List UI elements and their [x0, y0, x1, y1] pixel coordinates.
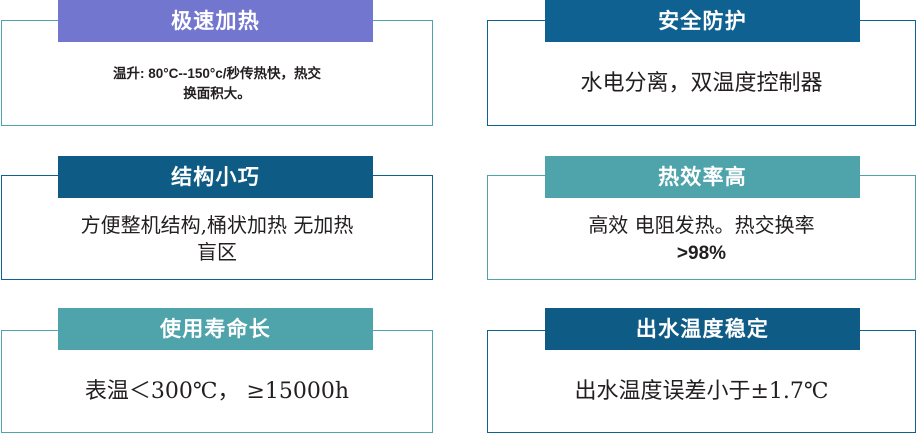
- card-header-ribbon[interactable]: 安全防护: [545, 0, 860, 42]
- card-body-text: 表温＜300℃， ≥15000h: [85, 377, 349, 406]
- card-body-text: 温升: 80°C--150°c/秒传热快，热交 换面积大。: [113, 64, 321, 103]
- card-body-text: 高效 电阻发热。热交换率 >98%: [588, 212, 814, 266]
- card-header-ribbon[interactable]: 结构小巧: [58, 156, 373, 198]
- card-body-line-1: 水电分离，双温度控制器: [580, 71, 823, 97]
- card-body: 表温＜300℃， ≥15000h: [1, 350, 433, 433]
- card-body: 方便整机结构,桶状加热 无加热 盲区: [1, 198, 433, 280]
- card-body-line-2: 换面积大。: [183, 86, 251, 101]
- card-body-line-1: 表温＜300℃， ≥15000h: [84, 378, 350, 404]
- card-body-line-1: 高效 电阻发热。热交换率: [588, 212, 815, 237]
- card-body: 高效 电阻发热。热交换率 >98%: [487, 198, 916, 280]
- card-header-label: 热效率高: [658, 165, 747, 189]
- card-body-line-2-emphasis: >98%: [676, 242, 727, 264]
- card-header-ribbon[interactable]: 出水温度稳定: [545, 308, 860, 350]
- card-body: 温升: 80°C--150°c/秒传热快，热交 换面积大。: [1, 42, 433, 126]
- card-header-label: 结构小巧: [171, 165, 260, 189]
- card-body-line-1: 方便整机结构,桶状加热 无加热: [80, 213, 354, 238]
- card-header-label: 安全防护: [658, 9, 747, 33]
- card-header-label: 极速加热: [171, 9, 260, 33]
- card-header-ribbon[interactable]: 热效率高: [545, 156, 860, 198]
- card-body-text: 方便整机结构,桶状加热 无加热 盲区: [81, 212, 354, 266]
- card-body-text: 出水温度误差小于±1.7℃: [574, 377, 828, 406]
- card-header-ribbon[interactable]: 使用寿命长: [58, 308, 373, 350]
- card-header-label: 出水温度稳定: [635, 317, 770, 341]
- card-body-line-1: 出水温度误差小于±1.7℃: [574, 378, 829, 404]
- card-body: 水电分离，双温度控制器: [487, 42, 916, 126]
- card-body: 出水温度误差小于±1.7℃: [487, 350, 916, 433]
- card-header-ribbon[interactable]: 极速加热: [58, 0, 373, 42]
- card-header-label: 使用寿命长: [160, 317, 271, 341]
- card-body-text: 水电分离，双温度控制器: [580, 69, 822, 98]
- card-body-line-1: 温升: 80°C--150°c/秒传热快，热交: [112, 66, 322, 82]
- card-body-line-2: 盲区: [197, 240, 237, 264]
